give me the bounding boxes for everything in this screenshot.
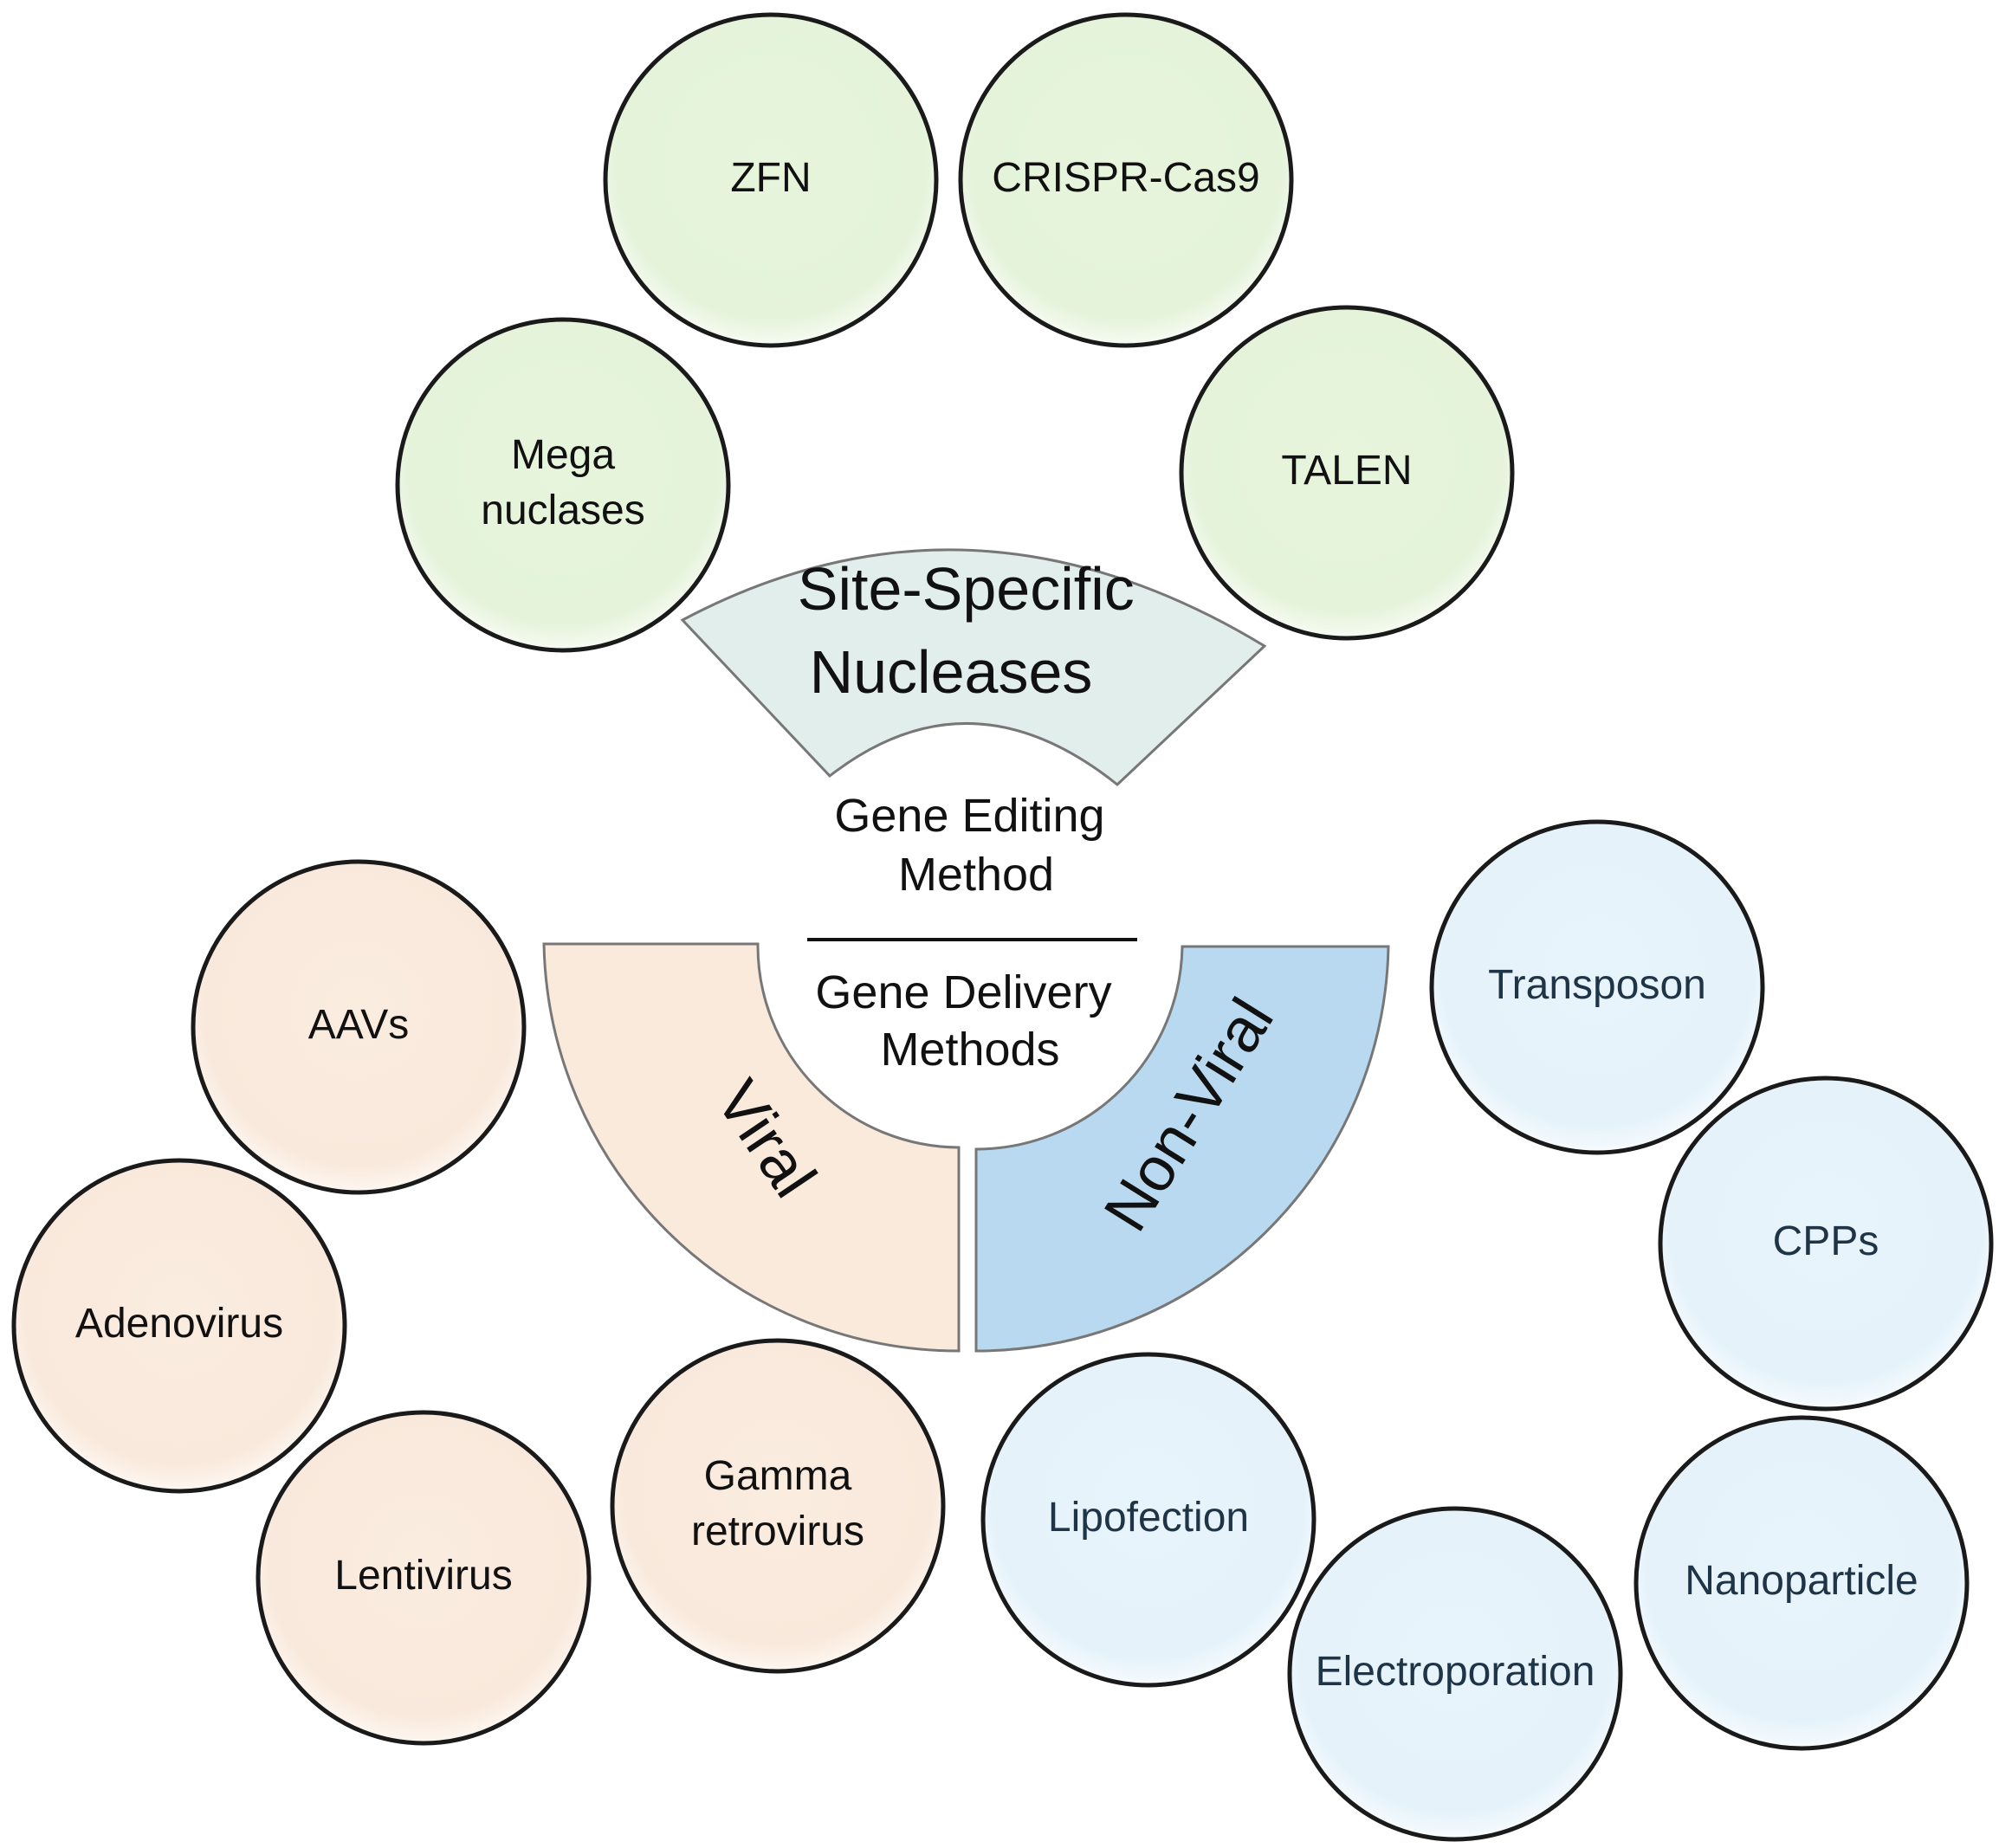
node-label-line: Mega [511, 432, 615, 478]
node-label: AAVs [308, 1002, 409, 1048]
viral-arc-segment [542, 942, 961, 1353]
node-circle [11, 1158, 347, 1494]
node-label-line: Gamma [704, 1453, 852, 1499]
node-circle [1287, 1506, 1623, 1842]
node-label-line: Electroporation [1316, 1649, 1595, 1695]
node-circle [1179, 305, 1515, 641]
node-adenovirus: Adenovirus [11, 1158, 347, 1494]
gene-delivery-label: Gene Delivery Methods [815, 966, 1124, 1076]
node-nanoparticle: Nanoparticle [1633, 1415, 1970, 1751]
node-label: Gamma retrovirus [691, 1453, 864, 1554]
node-label-line: Transposon [1488, 962, 1706, 1008]
node-label-line: TALEN [1281, 448, 1412, 494]
node-circle [1658, 1076, 1994, 1412]
node-label: CRISPR-Cas9 [992, 155, 1259, 201]
node-label: Lipofection [1048, 1495, 1249, 1541]
gene-delivery-line-2: Methods [880, 1024, 1059, 1076]
node-label: CPPs [1773, 1218, 1879, 1264]
node-gamma-retrovirus: Gamma retrovirus [610, 1338, 946, 1674]
node-zfn: ZFN [603, 12, 939, 348]
gene-editing-line-1: Gene Editing [834, 790, 1104, 842]
node-label-line: AAVs [308, 1002, 409, 1048]
node-transposon: Transposon [1429, 819, 1765, 1155]
node-lipofection: Lipofection [980, 1352, 1316, 1688]
node-circle [603, 12, 939, 348]
node-label: Electroporation [1316, 1649, 1595, 1695]
gene-editing-label: Gene Editing Method [834, 790, 1117, 901]
node-circle [1633, 1415, 1970, 1751]
node-circle [958, 12, 1294, 348]
nucleases-arc-segment [680, 548, 1267, 786]
node-label: Adenovirus [75, 1301, 283, 1347]
gene-editing-line-2: Method [898, 849, 1054, 901]
node-label-line: ZFN [730, 155, 811, 201]
node-electroporation: Electroporation [1287, 1506, 1623, 1842]
node-mega-nuclases: Mega nuclases [395, 317, 731, 653]
node-talen: TALEN [1179, 305, 1515, 641]
node-label-line: CPPs [1773, 1218, 1879, 1264]
gene-delivery-line-1: Gene Delivery [815, 966, 1111, 1018]
nucleases-label-line-1: Site-Specific [798, 555, 1135, 623]
node-label-line: Adenovirus [75, 1301, 283, 1347]
node-lentivirus: Lentivirus [256, 1410, 592, 1746]
node-label-line: Nanoparticle [1685, 1558, 1918, 1604]
node-label: Nanoparticle [1685, 1558, 1918, 1604]
node-label-line: Lentivirus [334, 1553, 512, 1599]
node-label-line: nuclases [481, 488, 644, 533]
node-circle [980, 1352, 1316, 1688]
node-label: Transposon [1488, 962, 1706, 1008]
node-circle [610, 1338, 946, 1674]
nucleases-label-line-2: Nucleases [810, 638, 1093, 706]
node-circle [191, 859, 527, 1195]
node-label-line: retrovirus [691, 1509, 864, 1554]
node-aavs: AAVs [191, 859, 527, 1195]
node-cpps: CPPs [1658, 1076, 1994, 1412]
node-crispr-cas9: CRISPR-Cas9 [958, 12, 1294, 348]
node-circle [1429, 819, 1765, 1155]
node-label: Mega nuclases [481, 432, 644, 533]
node-circle [256, 1410, 592, 1746]
nucleases-label: Site-Specific Nucleases [798, 555, 1152, 706]
nonviral-arc-segment [974, 945, 1390, 1353]
node-label: TALEN [1281, 448, 1412, 494]
node-label-line: Lipofection [1048, 1495, 1249, 1541]
node-label-line: CRISPR-Cas9 [992, 155, 1259, 201]
node-label: Lentivirus [334, 1553, 512, 1599]
node-label: ZFN [730, 155, 811, 201]
node-circle [395, 317, 731, 653]
